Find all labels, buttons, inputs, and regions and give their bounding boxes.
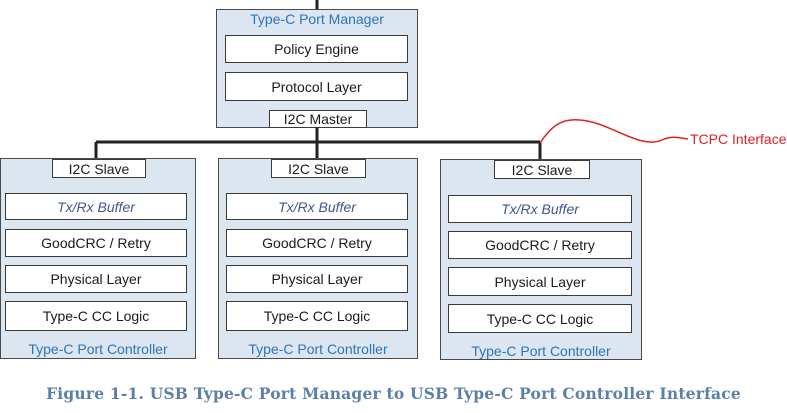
protocol-layer-block: Protocol Layer [225, 72, 408, 101]
port-manager-panel: Type-C Port Manager Policy Engine Protoc… [216, 9, 418, 128]
port-controller-panel: I2C Slave Tx/Rx Buffer GoodCRC / Retry P… [218, 158, 418, 359]
goodcrc-retry-block: GoodCRC / Retry [448, 231, 632, 259]
i2c-slave-label: I2C Slave [494, 160, 590, 179]
port-controller-title: Type-C Port Controller [28, 341, 168, 357]
port-controller-panel: I2C Slave Tx/Rx Buffer GoodCRC / Retry P… [440, 159, 642, 360]
type-c-cc-logic-block: Type-C CC Logic [5, 301, 187, 331]
physical-layer-block: Physical Layer [448, 267, 632, 296]
type-c-cc-logic-block: Type-C CC Logic [448, 304, 632, 333]
physical-layer-block: Physical Layer [226, 265, 408, 293]
figure-caption: Figure 1-1. USB Type-C Port Manager to U… [46, 384, 741, 403]
port-controller-title: Type-C Port Controller [248, 341, 388, 357]
port-controller-title: Type-C Port Controller [471, 343, 611, 359]
tx-rx-buffer-block: Tx/Rx Buffer [5, 193, 187, 220]
goodcrc-retry-block: GoodCRC / Retry [226, 229, 408, 257]
tx-rx-buffer-block: Tx/Rx Buffer [226, 193, 408, 220]
policy-engine-block: Policy Engine [225, 35, 408, 63]
i2c-slave-label: I2C Slave [52, 159, 146, 178]
tcpc-interface-annotation: TCPC Interface [690, 131, 787, 147]
tx-rx-buffer-block: Tx/Rx Buffer [448, 195, 632, 223]
i2c-slave-label: I2C Slave [271, 159, 366, 178]
tcpc-interface-pointer-line [539, 119, 689, 144]
port-manager-title: Type-C Port Manager [250, 11, 384, 27]
port-controller-panel: I2C Slave Tx/Rx Buffer GoodCRC / Retry P… [0, 158, 196, 359]
type-c-cc-logic-block: Type-C CC Logic [226, 301, 408, 331]
i2c-master-label: I2C Master [269, 110, 367, 128]
physical-layer-block: Physical Layer [5, 265, 187, 293]
goodcrc-retry-block: GoodCRC / Retry [5, 229, 187, 257]
